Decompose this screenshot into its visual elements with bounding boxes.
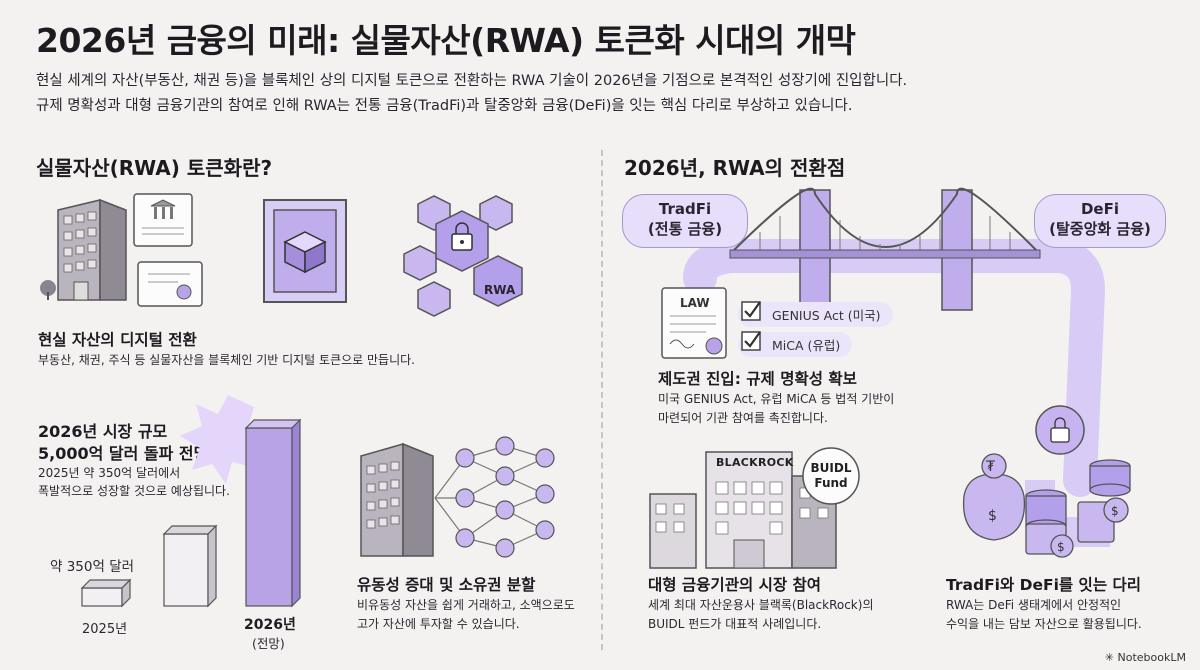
intro-line-1: 현실 세계의 자산(부동산, 채권 등)을 블록체인 상의 디지털 토큰으로 전… — [36, 73, 908, 89]
market-desc-2: 폭발적으로 성장할 것으로 예상됩니다. — [38, 484, 230, 498]
digital-conversion-title: 현실 자산의 디지털 전환 — [38, 331, 197, 349]
building-documents-illustration — [40, 193, 203, 307]
institutions-desc-2: BUIDL 펀드가 대표적 사례입니다. — [648, 617, 822, 631]
market-desc-1: 2025년 약 350억 달러에서 — [38, 466, 181, 480]
bridge-illustration — [683, 187, 1110, 547]
bridge-title: TradFi와 DeFi를 잇는 다리 — [946, 576, 1141, 594]
check-genius-act-label: GENIUS Act (미국) — [772, 308, 881, 323]
bar-growth-step — [162, 524, 218, 608]
blockchain-hexagon-network-illustration — [403, 195, 523, 317]
svg-text:$: $ — [1057, 540, 1065, 554]
bar-2025 — [80, 578, 132, 608]
x-label-2026-sub: (전망) — [252, 636, 285, 651]
defi-sublabel: (탈중앙화 금융) — [1049, 220, 1151, 238]
right-section-heading: 2026년, RWA의 전환점 — [624, 156, 846, 180]
svg-text:₮: ₮ — [986, 459, 995, 475]
check-genius-act: GENIUS Act (미국) — [738, 302, 893, 327]
tokenized-asset-frame-illustration — [263, 199, 347, 303]
market-title-2: 5,000억 달러 돌파 전망 — [38, 444, 209, 463]
checkbox-icons — [741, 301, 761, 351]
buidl-fund-badge: BUIDL Fund — [808, 461, 854, 491]
bridge-desc-2: 수익을 내는 담보 자산으로 활용됩니다. — [946, 617, 1142, 631]
bar-2026 — [244, 418, 302, 608]
defi-pill: DeFi (탈중앙화 금융) — [1034, 194, 1166, 248]
blackrock-building-illustration — [649, 447, 860, 569]
left-section-heading: 실물자산(RWA) 토큰화란? — [36, 156, 273, 180]
x-label-2026: 2026년 — [244, 617, 296, 633]
svg-text:$: $ — [988, 508, 997, 524]
institutions-desc-1: 세계 최대 자산운용사 블랙록(BlackRock)의 — [648, 598, 874, 612]
digital-conversion-desc: 부동산, 채권, 주식 등 실물자산을 블록체인 기반 디지털 토큰으로 만듭니… — [38, 353, 415, 367]
notebooklm-logo: ✳ NotebookLM — [1104, 651, 1186, 664]
page-title: 2026년 금융의 미래: 실물자산(RWA) 토큰화 시대의 개막 — [36, 21, 856, 60]
regulation-desc-2: 마련되어 기관 참여를 촉진합니다. — [658, 411, 828, 425]
law-document-icon — [661, 287, 727, 359]
institutions-title: 대형 금융기관의 시장 참여 — [648, 576, 822, 594]
blackrock-sign: BLACKROCK — [716, 456, 794, 469]
intro-line-2: 규제 명확성과 대형 금융기관의 참여로 인해 RWA는 전통 금융(TradF… — [36, 98, 853, 114]
liquidity-desc-1: 비유동성 자산을 쉽게 거래하고, 소액으로도 — [357, 598, 575, 612]
defi-assets-illustration: ₮ $ $ $ — [962, 453, 1131, 558]
defi-label: DeFi — [1080, 200, 1119, 218]
tradfi-label: TradFi — [658, 200, 712, 218]
buidl-label: BUIDL — [810, 461, 852, 475]
liquidity-fractionalization-illustration — [360, 436, 555, 558]
law-label: LAW — [680, 296, 710, 310]
rwa-badge: RWA — [484, 283, 516, 297]
regulation-desc-1: 미국 GENIUS Act, 유럽 MiCA 등 법적 기반이 — [658, 392, 895, 406]
market-title-1: 2026년 시장 규모 — [38, 422, 168, 441]
section-divider — [601, 150, 603, 650]
x-label-2025: 2025년 — [82, 622, 128, 637]
tradfi-pill: TradFi (전통 금융) — [622, 194, 748, 248]
check-mica-label: MiCA (유럽) — [772, 338, 841, 353]
regulation-title: 제도권 진입: 규제 명확성 확보 — [658, 370, 857, 388]
bar-2025-data-label: 약 350억 달러 — [50, 559, 135, 575]
liquidity-desc-2: 고가 자산에 투자할 수 있습니다. — [357, 617, 520, 631]
bridge-desc-1: RWA는 DeFi 생태계에서 안정적인 — [946, 598, 1122, 612]
tradfi-sublabel: (전통 금융) — [647, 220, 723, 238]
liquidity-title: 유동성 증대 및 소유권 분할 — [357, 576, 536, 594]
notebooklm-logo-text: NotebookLM — [1117, 651, 1186, 664]
svg-text:$: $ — [1111, 504, 1119, 518]
fund-label: Fund — [814, 476, 848, 490]
